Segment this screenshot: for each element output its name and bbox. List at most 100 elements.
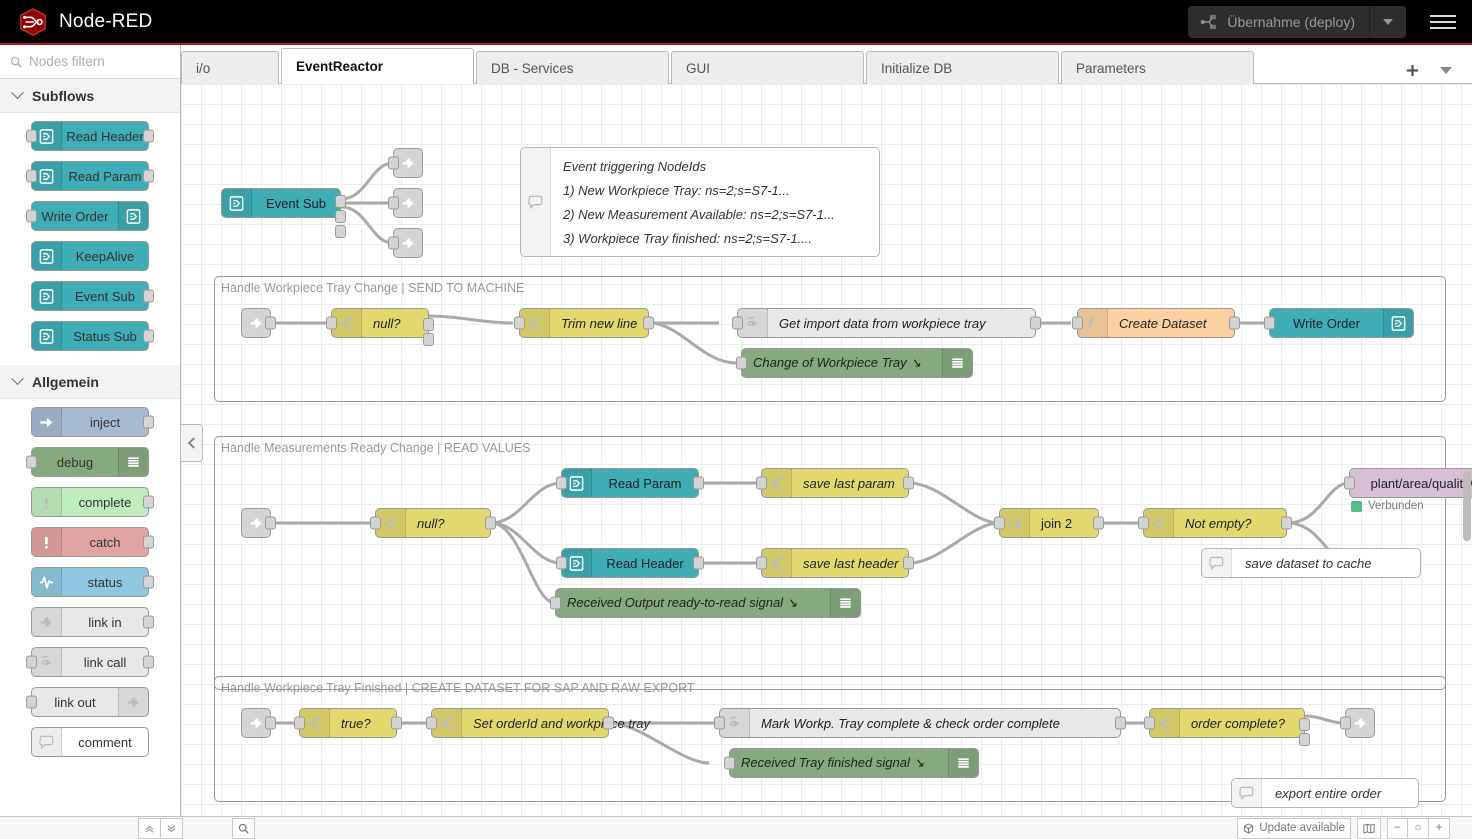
node-input-port[interactable]: [26, 695, 37, 709]
node-output-port[interactable]: [643, 316, 654, 330]
node-input-port[interactable]: [388, 156, 399, 170]
node-received-tray-finished-signal[interactable]: Received Tray finished signal ↘: [724, 748, 979, 778]
node-link-out[interactable]: [388, 188, 423, 218]
node-input-port[interactable]: [756, 556, 767, 570]
deploy-button[interactable]: Übernahme (deploy): [1188, 5, 1406, 38]
canvas-search-button[interactable]: [232, 817, 255, 839]
palette-search-input[interactable]: Nodes filtern: [0, 45, 180, 79]
node-output-port[interactable]: [693, 476, 704, 490]
node-set-orderid-and-workpiece-tray[interactable]: Set orderId and workpiece tray: [426, 708, 650, 738]
flow-group[interactable]: Handle Workpiece Tray Finished | CREATE …: [214, 676, 1446, 802]
node-trim-new-line[interactable]: Trim new line: [514, 308, 654, 338]
update-available-button[interactable]: Update available: [1237, 817, 1351, 839]
node-output-port[interactable]: [391, 716, 402, 730]
node-input-port[interactable]: [1138, 516, 1149, 530]
node-output-port[interactable]: [143, 535, 154, 549]
node-input-port[interactable]: [736, 356, 747, 370]
node-input-port[interactable]: [294, 716, 305, 730]
zoom-reset-button[interactable]: ○: [1408, 817, 1429, 839]
node-input-port[interactable]: [514, 316, 525, 330]
palette-node-complete[interactable]: complete: [31, 487, 154, 517]
node-output-port[interactable]: [1115, 716, 1126, 730]
node-input-port[interactable]: [1144, 716, 1155, 730]
node-output-port[interactable]: [265, 516, 276, 530]
node-get-import-data-from-workpiece-tray[interactable]: Get import data from workpiece tray: [732, 308, 1041, 338]
node-link-in[interactable]: [241, 708, 276, 738]
tab-gui[interactable]: GUI: [671, 51, 864, 84]
deploy-options-button[interactable]: [1370, 6, 1406, 38]
zoom-in-button[interactable]: +: [1429, 817, 1450, 839]
node-input-port[interactable]: [370, 516, 381, 530]
node-output-port[interactable]: [143, 329, 154, 343]
navigator-toggle-button[interactable]: [1357, 817, 1381, 839]
node-link-out[interactable]: [1340, 708, 1375, 738]
node-output-port[interactable]: [1030, 316, 1041, 330]
node-output-port[interactable]: [143, 415, 154, 429]
node-write-order[interactable]: Write Order: [1264, 308, 1414, 338]
node-input-port[interactable]: [26, 655, 37, 669]
flow-group[interactable]: Handle Workpiece Tray Change | SEND TO M…: [214, 276, 1446, 402]
node-input-port[interactable]: [1264, 316, 1275, 330]
node-output-port[interactable]: [1299, 718, 1310, 731]
node-mark-workp-tray-complete-check-order-complete[interactable]: Mark Workp. Tray complete & check order …: [714, 708, 1126, 738]
node-link-in[interactable]: [241, 308, 276, 338]
node-output-port[interactable]: [335, 225, 346, 238]
node-null[interactable]: null?: [370, 508, 496, 538]
palette-category-subflows[interactable]: Subflows: [0, 79, 180, 113]
node-comment[interactable]: export entire order: [1231, 778, 1419, 808]
node-read-param[interactable]: Read Param: [556, 468, 704, 498]
node-input-port[interactable]: [26, 455, 37, 469]
node-output-port[interactable]: [1093, 516, 1104, 530]
palette-node-write-order[interactable]: Write Order: [26, 201, 149, 231]
node-input-port[interactable]: [556, 476, 567, 490]
node-event-sub[interactable]: Event Sub: [221, 188, 346, 238]
scrollbar-thumb[interactable]: [1463, 471, 1471, 541]
node-output-port[interactable]: [143, 289, 154, 303]
node-output-port[interactable]: [1281, 516, 1292, 530]
node-output-port[interactable]: [1299, 733, 1310, 746]
palette-node-event-sub[interactable]: Event Sub: [31, 281, 154, 311]
node-save-last-header[interactable]: save last header: [756, 548, 914, 578]
node-true[interactable]: true?: [294, 708, 402, 738]
node-link-out[interactable]: [388, 228, 423, 258]
node-save-last-param[interactable]: save last param: [756, 468, 914, 498]
node-output-port[interactable]: [143, 655, 154, 669]
node-input-port[interactable]: [388, 236, 399, 250]
node-input-port[interactable]: [1344, 476, 1355, 490]
flow-group[interactable]: Handle Measurements Ready Change | READ …: [214, 436, 1446, 690]
node-input-port[interactable]: [26, 129, 37, 143]
node-received-output-ready-to-read-signal[interactable]: Received Output ready-to-read signal ↘: [550, 588, 861, 618]
node-input-port[interactable]: [756, 476, 767, 490]
node-output-port[interactable]: [143, 169, 154, 183]
plus-icon[interactable]: [1405, 63, 1420, 78]
palette-node-debug[interactable]: debug: [26, 447, 149, 477]
node-join-2[interactable]: join 2: [994, 508, 1104, 538]
node-not-empty[interactable]: Not empty?: [1138, 508, 1292, 538]
tab-eventreactor[interactable]: EventReactor: [281, 48, 474, 84]
node-input-port[interactable]: [714, 716, 725, 730]
node-output-port[interactable]: [143, 495, 154, 509]
node-change-of-workpiece-tray[interactable]: Change of Workpiece Tray ↘: [736, 348, 973, 378]
node-null[interactable]: null?: [326, 308, 434, 346]
palette-node-status[interactable]: status: [31, 567, 154, 597]
zoom-out-button[interactable]: −: [1387, 817, 1408, 839]
palette-collapse-button[interactable]: [181, 424, 203, 462]
node-output-port[interactable]: [143, 615, 154, 629]
node-plant-area-quality-1411005-raw[interactable]: plant/area/quality/1411005/raw: [1344, 468, 1472, 498]
node-output-port[interactable]: [143, 575, 154, 589]
node-input-port[interactable]: [426, 716, 437, 730]
chevron-down-icon[interactable]: [1440, 67, 1452, 74]
node-output-port[interactable]: [265, 716, 276, 730]
tab-db-services[interactable]: DB - Services: [476, 51, 669, 84]
node-input-port[interactable]: [1340, 716, 1351, 730]
node-output-port[interactable]: [903, 476, 914, 490]
node-input-port[interactable]: [732, 316, 743, 330]
node-link-out[interactable]: [388, 148, 423, 178]
node-output-port[interactable]: [603, 716, 614, 730]
node-order-complete[interactable]: order complete?: [1144, 708, 1310, 746]
node-input-port[interactable]: [26, 169, 37, 183]
node-output-port[interactable]: [903, 556, 914, 570]
hamburger-menu-icon[interactable]: [1428, 9, 1458, 35]
node-output-port[interactable]: [485, 516, 496, 530]
